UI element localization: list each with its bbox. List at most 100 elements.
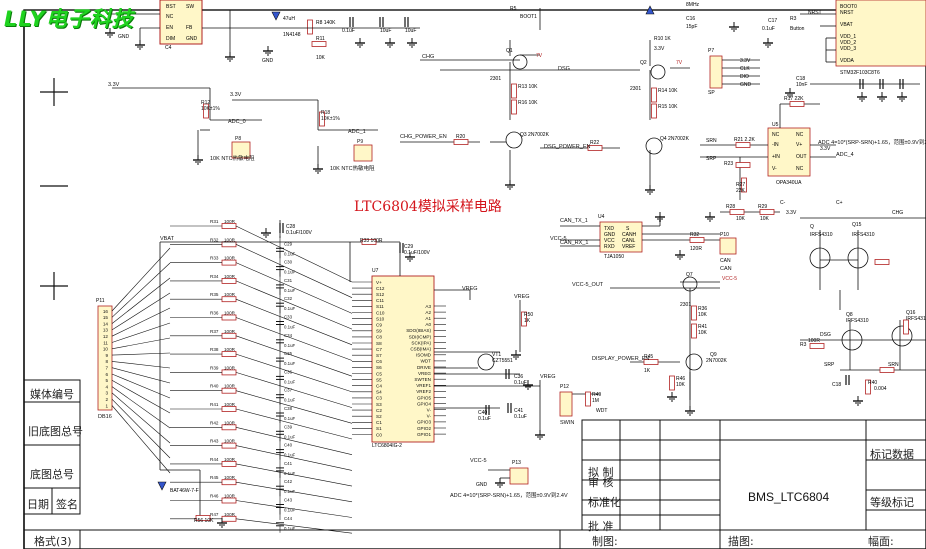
svg-text:CSB(IMA): CSB(IMA) bbox=[410, 347, 431, 352]
svg-text:R21 2.2K: R21 2.2K bbox=[734, 137, 756, 143]
svg-text:Q: Q bbox=[810, 224, 814, 230]
svg-text:SDO(IBIAS): SDO(IBIAS) bbox=[406, 328, 431, 333]
svg-text:100R: 100R bbox=[224, 347, 236, 352]
svg-text:S5: S5 bbox=[376, 377, 382, 382]
svg-text:C28: C28 bbox=[286, 224, 295, 230]
svg-text:100R: 100R bbox=[224, 237, 236, 242]
svg-text:CAN_RX_1: CAN_RX_1 bbox=[560, 240, 588, 246]
svg-text:SWTEN: SWTEN bbox=[414, 377, 431, 382]
svg-text:10K: 10K bbox=[736, 216, 746, 222]
svg-text:10K: 10K bbox=[698, 312, 708, 318]
svg-text:VT1: VT1 bbox=[492, 352, 501, 358]
svg-text:100R: 100R bbox=[224, 274, 236, 279]
svg-text:R39: R39 bbox=[210, 365, 219, 370]
svg-text:CLK: CLK bbox=[740, 66, 750, 72]
svg-text:0.1uF: 0.1uF bbox=[284, 361, 296, 366]
svg-text:6: 6 bbox=[105, 372, 108, 377]
svg-text:4: 4 bbox=[105, 384, 108, 389]
svg-text:100R: 100R bbox=[224, 402, 236, 407]
svg-text:R29: R29 bbox=[758, 204, 767, 210]
svg-text:15pF: 15pF bbox=[686, 24, 697, 30]
svg-text:C5: C5 bbox=[376, 371, 382, 376]
svg-text:CAN: CAN bbox=[720, 258, 731, 264]
svg-text:P8: P8 bbox=[235, 136, 241, 142]
svg-text:100R: 100R bbox=[224, 512, 236, 517]
svg-text:10K NTC热敏电阻: 10K NTC热敏电阻 bbox=[330, 164, 375, 172]
svg-text:DSG_POWER_EN: DSG_POWER_EN bbox=[544, 144, 590, 150]
svg-text:TJA1050: TJA1050 bbox=[604, 254, 624, 260]
svg-text:C7: C7 bbox=[376, 347, 382, 352]
svg-text:FB: FB bbox=[186, 25, 193, 31]
svg-text:3.3V: 3.3V bbox=[654, 46, 665, 52]
svg-text:CAN: CAN bbox=[720, 266, 732, 272]
svg-text:DRIVE: DRIVE bbox=[417, 365, 431, 370]
svg-text:C36: C36 bbox=[514, 374, 523, 380]
svg-text:S7: S7 bbox=[376, 353, 382, 358]
svg-text:R10 1K: R10 1K bbox=[654, 36, 671, 42]
svg-text:DISPLAY_POWER_EN: DISPLAY_POWER_EN bbox=[592, 356, 649, 362]
svg-text:C36: C36 bbox=[284, 369, 293, 374]
svg-text:2301: 2301 bbox=[680, 302, 691, 308]
svg-text:R11: R11 bbox=[316, 36, 325, 42]
svg-text:100R: 100R bbox=[808, 338, 820, 344]
svg-text:VCC-5: VCC-5 bbox=[550, 236, 567, 242]
tb-reviewed: 审 核 bbox=[588, 476, 614, 489]
svg-text:5: 5 bbox=[105, 378, 108, 383]
svg-text:VCC-5: VCC-5 bbox=[722, 276, 737, 282]
svg-text:8MHz: 8MHz bbox=[686, 2, 700, 8]
svg-text:0.1uF: 0.1uF bbox=[514, 380, 527, 386]
svg-text:R49: R49 bbox=[592, 392, 601, 398]
svg-text:S9: S9 bbox=[376, 329, 382, 334]
svg-text:V+: V+ bbox=[376, 280, 382, 285]
svg-text:P10: P10 bbox=[720, 232, 729, 238]
svg-text:100R: 100R bbox=[224, 475, 236, 480]
svg-text:S2: S2 bbox=[376, 414, 382, 419]
svg-text:R46: R46 bbox=[210, 494, 219, 499]
svg-text:R28: R28 bbox=[726, 204, 735, 210]
svg-text:C2: C2 bbox=[376, 408, 382, 413]
svg-text:C34: C34 bbox=[284, 333, 293, 338]
svg-text:ADC_0: ADC_0 bbox=[228, 119, 246, 125]
svg-text:7: 7 bbox=[105, 366, 108, 371]
svg-text:R44: R44 bbox=[210, 457, 219, 462]
svg-text:100R: 100R bbox=[224, 384, 236, 389]
tb-grade: 等级标记 bbox=[870, 496, 914, 509]
svg-text:C0: C0 bbox=[376, 432, 382, 437]
svg-text:C16: C16 bbox=[686, 16, 695, 22]
svg-text:A2: A2 bbox=[425, 310, 431, 315]
charge-discharge-switches bbox=[400, 8, 690, 185]
svg-text:OUT: OUT bbox=[796, 154, 807, 160]
svg-text:7V: 7V bbox=[536, 53, 543, 59]
svg-text:C18: C18 bbox=[832, 382, 841, 388]
side-info-strip bbox=[23, 379, 81, 515]
svg-text:WDT: WDT bbox=[421, 359, 432, 364]
svg-text:STM32F103C8T6: STM32F103C8T6 bbox=[840, 70, 880, 76]
svg-text:R20: R20 bbox=[456, 134, 465, 140]
svg-text:A1: A1 bbox=[425, 316, 431, 321]
svg-text:IRFS4310: IRFS4310 bbox=[846, 318, 869, 324]
svg-text:VREG: VREG bbox=[462, 286, 478, 292]
tb-marking: 标记数据 bbox=[870, 448, 914, 461]
svg-text:S1: S1 bbox=[376, 426, 382, 431]
svg-text:C44: C44 bbox=[284, 516, 293, 521]
svg-text:NC: NC bbox=[166, 14, 174, 20]
svg-text:EN: EN bbox=[166, 25, 173, 31]
svg-text:C32: C32 bbox=[284, 296, 293, 301]
svg-text:GND: GND bbox=[604, 232, 616, 238]
svg-text:BOOT1: BOOT1 bbox=[520, 14, 537, 20]
svg-text:C10: C10 bbox=[376, 310, 385, 315]
svg-text:NRST: NRST bbox=[808, 10, 822, 16]
svg-text:VREG: VREG bbox=[540, 374, 556, 380]
svg-text:C1: C1 bbox=[376, 420, 382, 425]
svg-text:7V: 7V bbox=[676, 60, 683, 66]
tb-tracing: 描图: bbox=[728, 535, 754, 548]
svg-text:C-: C- bbox=[780, 200, 786, 206]
svg-text:0.1uF: 0.1uF bbox=[284, 306, 296, 311]
svg-text:R31: R31 bbox=[210, 219, 219, 224]
svg-text:VDDA: VDDA bbox=[840, 58, 855, 64]
svg-text:3.3V: 3.3V bbox=[740, 58, 751, 64]
svg-text:LTC6804IG-2: LTC6804IG-2 bbox=[372, 443, 402, 449]
svg-text:R36: R36 bbox=[698, 306, 707, 312]
svg-text:100R: 100R bbox=[224, 365, 236, 370]
